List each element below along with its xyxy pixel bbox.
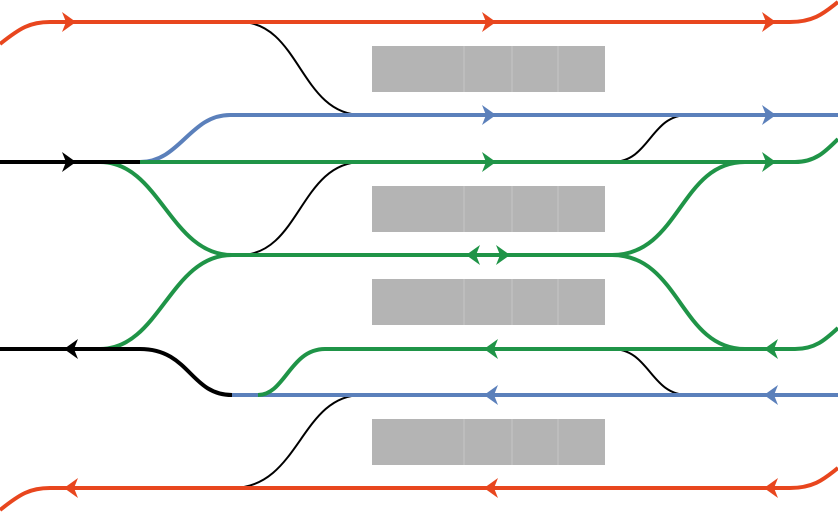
arrow-right-icon bbox=[482, 152, 496, 172]
arrow-right-icon bbox=[762, 12, 776, 32]
platform-1 bbox=[372, 46, 605, 92]
green-upper-track bbox=[95, 137, 838, 164]
arrow-right-icon bbox=[62, 152, 76, 172]
platform-3 bbox=[372, 279, 605, 325]
black-tracks bbox=[0, 160, 233, 397]
blue-upper-track bbox=[139, 113, 838, 164]
crossover-green-middle-to-green-upper bbox=[239, 161, 363, 256]
arrow-right-icon bbox=[482, 105, 496, 125]
orange-bottom-track bbox=[0, 466, 838, 512]
crossover-green-lower-to-blue-lower bbox=[611, 348, 689, 396]
platform-2-block bbox=[372, 186, 605, 232]
arrow-left-icon bbox=[64, 339, 78, 359]
platform-2 bbox=[372, 186, 605, 232]
arrow-left-icon bbox=[764, 385, 778, 405]
green-branch-upper-right bbox=[611, 160, 746, 257]
green-branch-upper-left bbox=[99, 160, 233, 257]
platforms bbox=[372, 46, 605, 465]
arrow-right-icon bbox=[482, 12, 496, 32]
black-outbound-track bbox=[0, 347, 233, 397]
arrows bbox=[62, 12, 778, 498]
crossovers bbox=[231, 21, 689, 489]
arrow-right-icon bbox=[762, 152, 776, 172]
arrow-right-icon bbox=[496, 245, 510, 265]
arrow-left-icon bbox=[484, 339, 498, 359]
blue-tracks bbox=[139, 113, 838, 397]
platform-4 bbox=[372, 419, 605, 465]
green-branch-lower-right bbox=[611, 253, 746, 351]
arrow-left-icon bbox=[64, 478, 78, 498]
arrow-right-icon bbox=[762, 105, 776, 125]
arrow-left-icon bbox=[484, 385, 498, 405]
crossover-orange-to-blue bbox=[239, 21, 363, 116]
platform-dividers bbox=[463, 46, 559, 465]
green-lower-track bbox=[257, 326, 838, 397]
green-tracks bbox=[95, 137, 838, 397]
arrow-left-icon bbox=[484, 478, 498, 498]
arrow-right-icon bbox=[62, 12, 76, 32]
platform-3-block bbox=[372, 279, 605, 325]
arrow-left-icon bbox=[764, 478, 778, 498]
orange-top-track bbox=[0, 0, 838, 46]
platform-1-block bbox=[372, 46, 605, 92]
green-branch-lower-left bbox=[99, 253, 233, 351]
arrow-left-icon bbox=[764, 339, 778, 359]
arrow-left-icon bbox=[466, 245, 480, 265]
platform-4-block bbox=[372, 419, 605, 465]
crossover-blue-lower-to-orange-bottom bbox=[231, 394, 363, 489]
crossover-green-to-blue bbox=[611, 114, 689, 163]
